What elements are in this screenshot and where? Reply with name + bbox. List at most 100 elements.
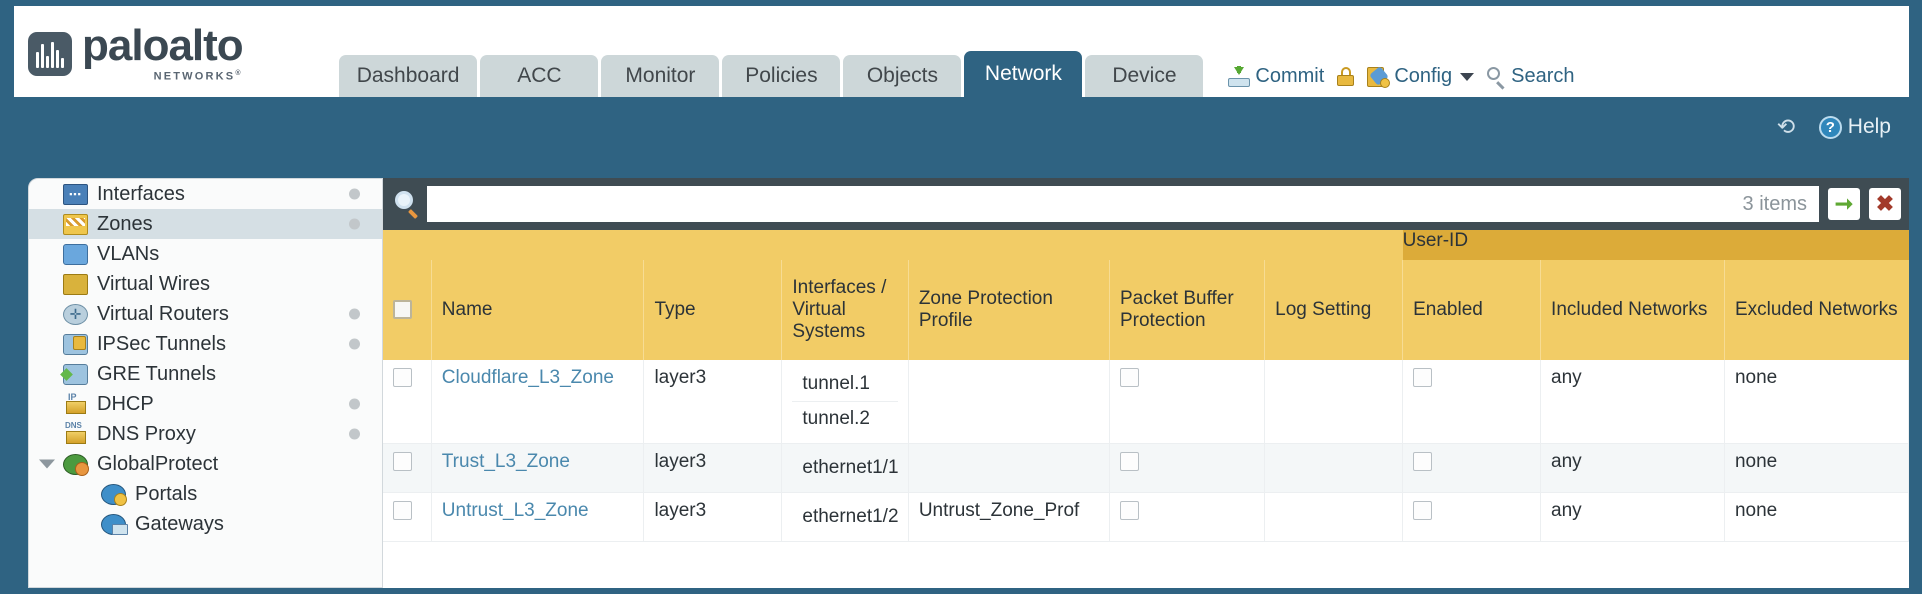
main-nav-tabs: Dashboard ACC Monitor Policies Objects N… xyxy=(338,51,1207,97)
row-checkbox[interactable] xyxy=(393,452,412,472)
userid-enabled-checkbox[interactable] xyxy=(1413,368,1433,388)
cell-type: layer3 xyxy=(643,443,783,493)
table-row[interactable]: Cloudflare_L3_Zone layer3 tunnel.1 tunne… xyxy=(383,360,1909,444)
interface-item: ethernet1/1 xyxy=(802,457,899,478)
row-select-cell xyxy=(383,360,432,444)
row-select-cell xyxy=(383,443,432,493)
refresh-icon[interactable]: ⟲ xyxy=(1776,114,1796,139)
clear-filter-button[interactable]: ✖ xyxy=(1869,188,1901,220)
tab-acc[interactable]: ACC xyxy=(480,55,599,97)
commit-button[interactable]: Commit xyxy=(1228,65,1324,88)
col-interfaces-virtual-systems[interactable]: Interfaces / Virtual Systems xyxy=(781,260,909,360)
tab-monitor[interactable]: Monitor xyxy=(601,55,720,97)
globalprotect-icon xyxy=(63,453,89,476)
collapse-triangle-icon[interactable] xyxy=(39,459,55,469)
gre-tunnels-icon xyxy=(63,363,88,385)
userid-enabled-checkbox[interactable] xyxy=(1413,501,1433,521)
search-label: Search xyxy=(1511,65,1575,87)
select-all-checkbox[interactable] xyxy=(393,300,412,320)
tab-objects[interactable]: Objects xyxy=(843,55,962,97)
col-zone-protection-profile[interactable]: Zone Protection Profile xyxy=(908,260,1110,360)
cell-excluded-networks: none xyxy=(1724,443,1909,493)
sidebar-item-dns-proxy[interactable]: DNS Proxy xyxy=(29,419,382,449)
row-checkbox[interactable] xyxy=(393,501,412,521)
zone-name-link[interactable]: Cloudflare_L3_Zone xyxy=(441,367,614,388)
cell-excluded-networks: none xyxy=(1724,492,1909,542)
zone-name-link[interactable]: Untrust_L3_Zone xyxy=(441,500,589,521)
dhcp-icon xyxy=(63,392,88,415)
brand-trademark: ® xyxy=(235,70,243,78)
cell-log-setting xyxy=(1264,443,1404,493)
select-all-header xyxy=(383,260,432,360)
sidebar-item-portals[interactable]: Portals xyxy=(29,479,382,509)
cell-name: Cloudflare_L3_Zone xyxy=(431,360,645,444)
sidebar-item-dhcp[interactable]: DHCP xyxy=(29,389,382,419)
col-userid-enabled[interactable]: Enabled xyxy=(1402,260,1542,360)
help-label: Help xyxy=(1847,115,1891,138)
sidebar-item-zones[interactable]: Zones xyxy=(29,209,382,239)
cell-included-networks: any xyxy=(1540,360,1725,444)
col-excluded-networks[interactable]: Excluded Networks xyxy=(1724,260,1909,360)
packet-buffer-protection-checkbox[interactable] xyxy=(1119,501,1139,521)
zone-name-link[interactable]: Trust_L3_Zone xyxy=(441,451,570,472)
sidebar-item-virtual-wires[interactable]: Virtual Wires xyxy=(29,269,382,299)
col-log-setting[interactable]: Log Setting xyxy=(1264,260,1404,360)
interfaces-icon xyxy=(63,183,88,205)
search-button[interactable]: Search xyxy=(1487,65,1575,89)
sub-toolbar: ⟲ ? Help xyxy=(14,97,1909,157)
tab-network[interactable]: Network xyxy=(964,51,1083,97)
packet-buffer-protection-checkbox[interactable] xyxy=(1119,452,1139,472)
sidebar-item-gre-tunnels[interactable]: GRE Tunnels xyxy=(29,359,382,389)
interface-item: tunnel.1 xyxy=(792,367,898,402)
config-menu[interactable]: Config xyxy=(1367,65,1475,88)
userid-enabled-checkbox[interactable] xyxy=(1413,452,1433,472)
status-dot xyxy=(349,218,360,230)
col-packet-buffer-protection[interactable]: Packet Buffer Protection xyxy=(1109,260,1266,360)
cell-packet-buffer-protection xyxy=(1109,360,1266,444)
group-header-row: User-ID xyxy=(383,230,1909,260)
status-dot xyxy=(349,188,360,200)
tab-device[interactable]: Device xyxy=(1085,55,1204,97)
config-icon xyxy=(1367,65,1391,88)
sidebar-item-globalprotect[interactable]: GlobalProtect xyxy=(29,449,382,479)
filter-bar: 3 items ➞ ✖ xyxy=(383,178,1909,230)
col-name[interactable]: Name xyxy=(431,260,645,360)
sidebar-item-ipsec-tunnels[interactable]: IPSec Tunnels xyxy=(29,329,382,359)
table-row[interactable]: Trust_L3_Zone layer3 ethernet1/1 xyxy=(383,443,1909,493)
packet-buffer-protection-checkbox[interactable] xyxy=(1119,368,1139,388)
lock-icon[interactable] xyxy=(1337,67,1355,86)
table-row[interactable]: Untrust_L3_Zone layer3 ethernet1/2 Untru… xyxy=(383,492,1909,542)
header-actions: Commit Config Search xyxy=(1228,65,1575,89)
brand-sub: NETWORKS® xyxy=(153,70,243,83)
sidebar-item-label: Virtual Routers xyxy=(97,302,229,325)
virtual-wires-icon xyxy=(63,273,88,295)
sidebar-item-label: GlobalProtect xyxy=(97,452,219,475)
sidebar-item-label: VLANs xyxy=(97,242,160,265)
apply-filter-button[interactable]: ➞ xyxy=(1828,188,1860,220)
sidebar-item-label: Portals xyxy=(135,482,198,505)
search-input[interactable] xyxy=(427,186,1743,222)
tab-dashboard[interactable]: Dashboard xyxy=(338,55,478,97)
tab-policies[interactable]: Policies xyxy=(722,55,841,97)
sidebar-item-vlans[interactable]: VLANs xyxy=(29,239,382,269)
sidebar-item-interfaces[interactable]: Interfaces xyxy=(29,179,382,209)
row-checkbox[interactable] xyxy=(393,368,412,388)
status-dot xyxy=(349,428,360,440)
ipsec-tunnels-icon xyxy=(63,333,88,355)
status-dot xyxy=(349,308,360,320)
zones-icon xyxy=(63,213,88,235)
config-label: Config xyxy=(1394,65,1453,87)
interface-item: tunnel.2 xyxy=(802,408,870,429)
search-icon xyxy=(1487,67,1506,89)
magnifier-icon[interactable] xyxy=(393,190,421,219)
help-button[interactable]: ? Help xyxy=(1818,115,1891,139)
sidebar-item-label: DNS Proxy xyxy=(97,422,196,445)
col-type[interactable]: Type xyxy=(643,260,783,360)
col-included-networks[interactable]: Included Networks xyxy=(1540,260,1725,360)
cell-userid-enabled xyxy=(1402,492,1542,542)
cell-zone-protection-profile xyxy=(908,360,1110,444)
sidebar-item-virtual-routers[interactable]: Virtual Routers xyxy=(29,299,382,329)
sidebar-item-gateways[interactable]: Gateways xyxy=(29,509,382,539)
cell-included-networks: any xyxy=(1540,443,1725,493)
